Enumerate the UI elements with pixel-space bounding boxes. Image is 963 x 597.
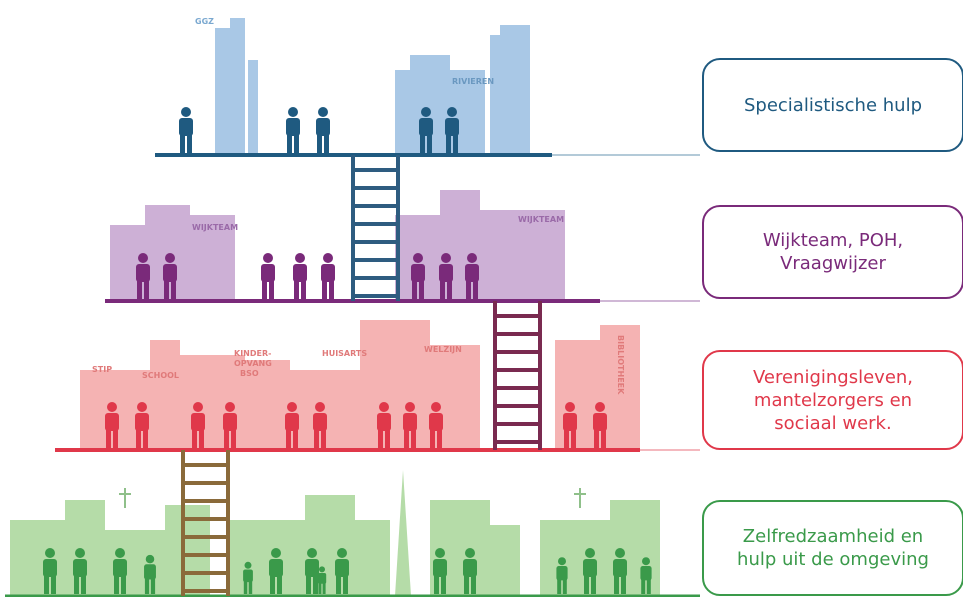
label-line: Vraagwijzer: [780, 253, 886, 274]
person-figure: [317, 566, 327, 594]
person-figure: [179, 107, 193, 153]
ladder-3: [181, 450, 230, 596]
person-figure: [439, 253, 453, 299]
label-zelfredzaamheid: Zelfredzaamheid en hulp uit de omgeving: [702, 500, 963, 596]
label-line: sociaal werk.: [774, 412, 892, 434]
person-figure: [445, 107, 459, 153]
building-text-kinderopvang: KINDER-: [234, 349, 271, 358]
person-figure: [163, 253, 177, 299]
ladder-2: [493, 301, 542, 450]
person-figure: [335, 548, 349, 594]
person-figure: [136, 253, 150, 299]
label-line: Specialistische hulp: [743, 94, 922, 116]
building-text-stip: STIP: [92, 365, 112, 374]
label-line: Verenigingsleven,: [752, 366, 914, 388]
church-crosses: [119, 488, 586, 508]
label-verenigingsleven: Verenigingsleven, mantelzorgers en socia…: [702, 350, 963, 450]
person-figure: [43, 548, 57, 594]
person-figure: [556, 557, 568, 594]
person-figure: [593, 402, 607, 448]
person-figure: [465, 253, 479, 299]
person-figure: [113, 548, 127, 594]
person-figure: [463, 548, 477, 594]
care-levels-illustration: GGZ RIVIEREN WIJKTEAM WIJKTEAM STIP SCHO…: [5, 17, 700, 597]
person-figure: [411, 253, 425, 299]
person-figure: [285, 402, 299, 448]
person-figure: [313, 402, 327, 448]
person-figure: [419, 107, 433, 153]
building-text-wijkteam-left: WIJKTEAM: [192, 223, 238, 232]
label-line: Wijkteam, POH,: [762, 230, 904, 251]
person-figure: [243, 561, 253, 594]
building-text-school: SCHOOL: [142, 371, 179, 380]
person-figure: [377, 402, 391, 448]
label-specialistische-hulp: Specialistische hulp: [702, 58, 963, 152]
building-text-huisarts: HUISARTS: [322, 349, 367, 358]
person-figure: [105, 402, 119, 448]
people: [43, 107, 652, 594]
person-figure: [191, 402, 205, 448]
building-text-welzijn: WELZIJN: [424, 345, 462, 354]
person-figure: [613, 548, 627, 594]
person-figure: [640, 557, 652, 594]
person-figure: [321, 253, 335, 299]
person-figure: [403, 402, 417, 448]
person-figure: [135, 402, 149, 448]
building-text-rivieren: RIVIEREN: [452, 77, 494, 86]
person-figure: [286, 107, 300, 153]
building-text-bso: BSO: [240, 369, 259, 378]
person-figure: [433, 548, 447, 594]
label-line: hulp uit de omgeving: [737, 549, 929, 570]
building-text-ggz: GGZ: [195, 17, 214, 26]
building-text-bibliotheek: BIBLIOTHEEK: [616, 335, 625, 395]
level-2-buildings: [110, 190, 565, 301]
person-figure: [223, 402, 237, 448]
label-line: mantelzorgers en: [753, 389, 913, 411]
label-line: Zelfredzaamheid en: [742, 526, 924, 547]
building-text-opvang: OPVANG: [234, 359, 272, 368]
person-figure: [261, 253, 275, 299]
level-3-buildings: [80, 320, 640, 450]
person-figure: [429, 402, 443, 448]
person-figure: [293, 253, 307, 299]
person-figure: [305, 548, 319, 594]
person-figure: [583, 548, 597, 594]
person-figure: [73, 548, 87, 594]
person-figure: [316, 107, 330, 153]
building-text-wijkteam-right: WIJKTEAM: [518, 215, 564, 224]
person-figure: [269, 548, 283, 594]
level-1-buildings: [215, 18, 530, 154]
label-wijkteam: Wijkteam, POH, Vraagwijzer: [702, 205, 963, 299]
person-figure: [144, 554, 156, 594]
person-figure: [563, 402, 577, 448]
ladder-1: [351, 155, 400, 301]
